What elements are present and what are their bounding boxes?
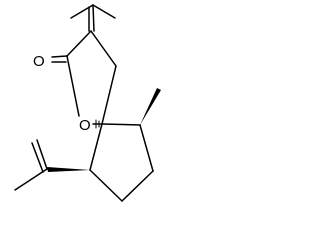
bond-alkylidene-carbon-to-methylene (90, 30, 117, 67)
isopropenyl-group (14, 139, 90, 191)
bond-methyl-carbon-to-ring-ch2-right (139, 124, 154, 172)
bond-methylene-to-spiro-carbon (101, 65, 117, 125)
bond-isopropenyl-to-methyl (14, 168, 48, 191)
bond-spiro-to-methyl-carbon (101, 123, 141, 126)
isopropylidene-group (70, 4, 116, 32)
bond-isopropenyl-to-methylene-double-b (31, 142, 44, 173)
bond-alkylidene-carbon-to-carbonyl-carbon (66, 30, 92, 57)
bond-isopropylidene-carbon-to-methyl-right (92, 4, 116, 19)
lactone-ring (66, 30, 117, 125)
cyclopentane-ring (89, 123, 154, 202)
bond-isopropylidene-double-outer (92, 4, 95, 32)
bond-ring-ch2-bottom-to-isopropenyl-carbon (89, 169, 123, 202)
chemical-structure: O O (14, 4, 161, 202)
carbonyl-oxygen-label: O (33, 53, 45, 70)
carbonyl-group: O (33, 53, 68, 70)
bond-isopropenyl-to-methylene-double-a (36, 139, 48, 170)
bond-carbonyl-carbon-to-ring-oxygen (66, 55, 80, 117)
methyl-wedge-bond (140, 88, 161, 125)
isopropenyl-wedge-bond (47, 167, 90, 172)
ring-oxygen-label: O (79, 117, 91, 134)
bond-carbonyl-double-upper (51, 55, 68, 58)
bond-isopropenyl-carbon-to-spiro (89, 123, 103, 171)
spiro-stereo-hash (95, 119, 100, 129)
bond-ring-ch2-right-to-ring-ch2-bottom (121, 170, 154, 202)
